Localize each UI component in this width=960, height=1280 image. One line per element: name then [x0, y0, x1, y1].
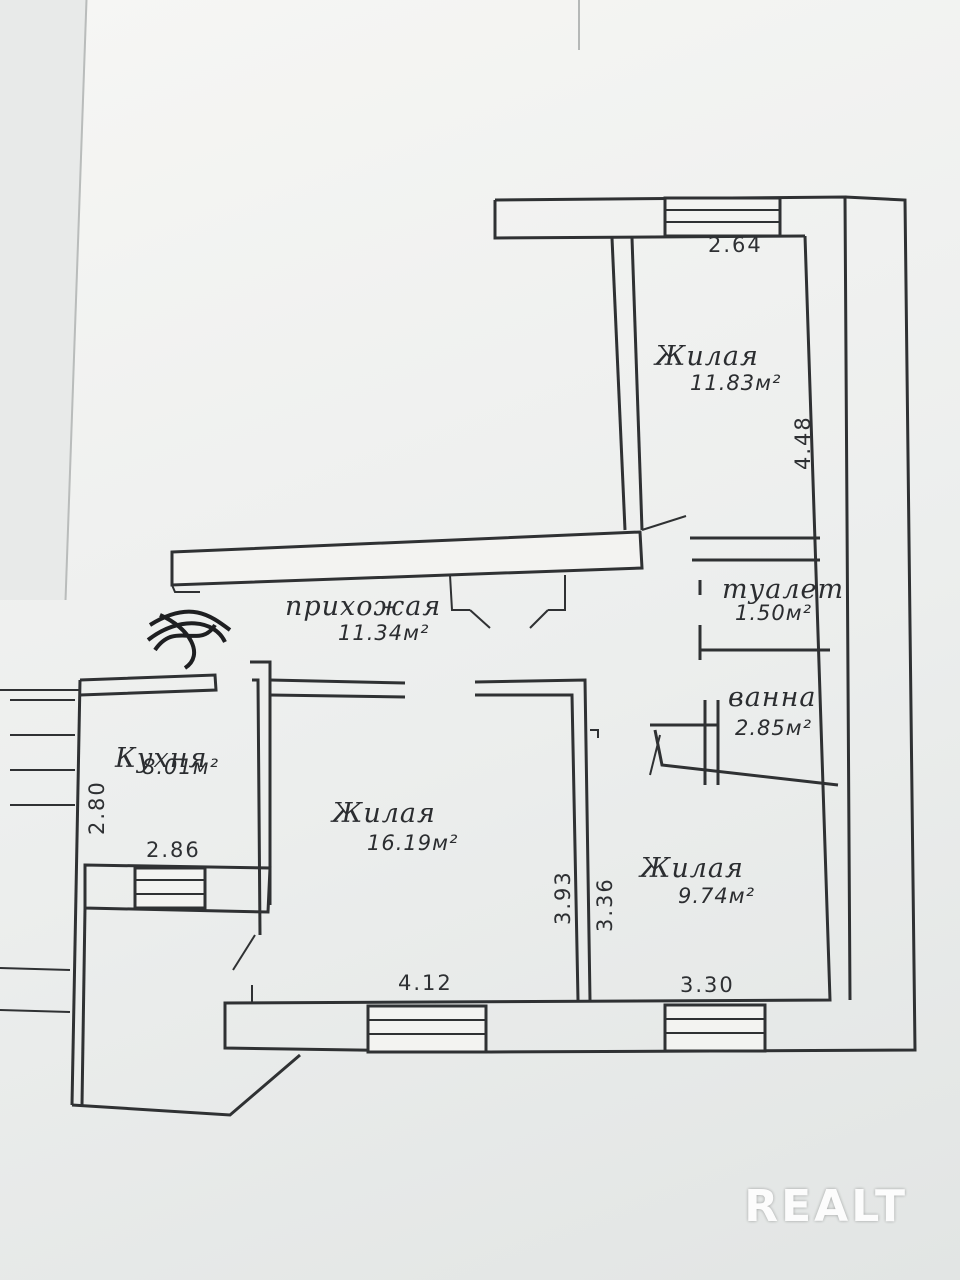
room-area-living-top: 11.83м² — [690, 371, 781, 395]
room-label-kitchen: Кухня — [114, 743, 207, 774]
room-label-living-top: Жилая — [653, 341, 759, 372]
window-kitchen — [133, 866, 207, 910]
room-area-kitchen: 8.01м² — [142, 755, 219, 779]
dim-living-top-length: 4.48 — [791, 415, 815, 470]
dim-living-right-length: 3.36 — [593, 877, 617, 932]
dim-kitchen-width: 2.86 — [146, 838, 201, 862]
window-bottom-right — [663, 1003, 767, 1053]
dim-living-center-width: 4.12 — [398, 971, 453, 995]
window-top — [663, 196, 782, 238]
room-label-hallway: прихожая — [285, 591, 441, 622]
room-area-living-right: 9.74м² — [678, 884, 755, 908]
dim-living-right-width: 3.30 — [680, 973, 735, 997]
door-swings — [232, 515, 687, 1003]
room-label-toilet: туалет — [722, 574, 844, 605]
room-area-living-center: 16.19м² — [367, 831, 458, 855]
room-label-living-center: Жилая — [330, 798, 436, 829]
room-area-hallway: 11.34м² — [338, 621, 429, 645]
room-area-toilet: 1.50м² — [735, 601, 812, 625]
dim-living-center-length: 3.93 — [551, 870, 575, 925]
room-label-living-right: Жилая — [638, 853, 744, 884]
room-label-bathroom: ванна — [728, 682, 816, 713]
window-bottom-center — [366, 1004, 488, 1054]
page-fold — [578, 0, 580, 50]
dim-living-top-width: 2.64 — [708, 233, 763, 257]
vent-scribble — [146, 609, 232, 670]
watermark-logo: REALT — [744, 1181, 908, 1232]
dim-kitchen-depth: 2.80 — [85, 780, 109, 835]
room-area-bathroom: 2.85м² — [735, 716, 812, 740]
